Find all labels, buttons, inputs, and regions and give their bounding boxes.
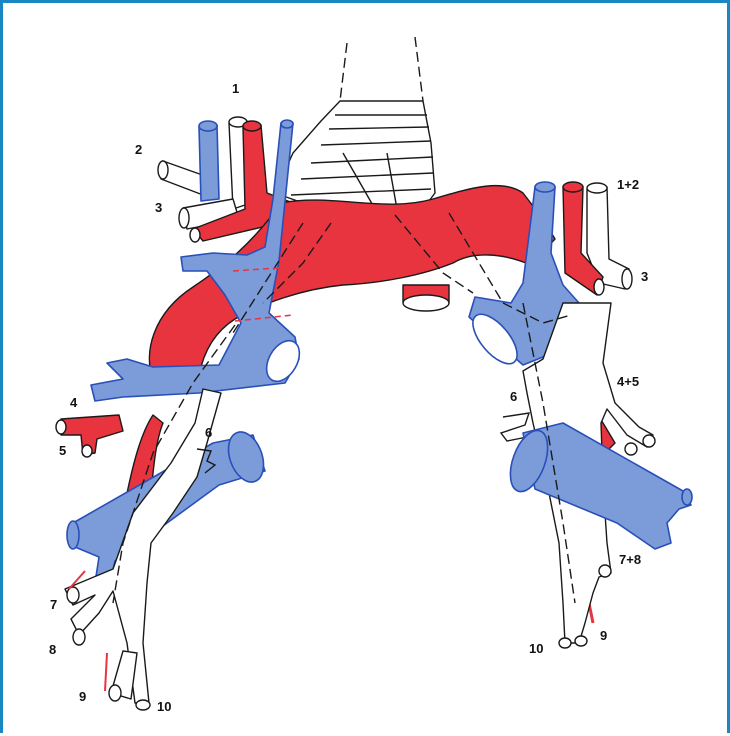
label-right-s4: 4 bbox=[70, 395, 78, 410]
label-right-s3: 3 bbox=[155, 200, 162, 215]
label-right-s10: 10 bbox=[157, 699, 171, 714]
trachea bbox=[275, 37, 435, 215]
label-left-s9: 9 bbox=[600, 628, 607, 643]
label-right-s2: 2 bbox=[135, 142, 142, 157]
label-left-s10: 10 bbox=[529, 641, 543, 656]
label-right-s7: 7 bbox=[50, 597, 57, 612]
label-left-s6: 6 bbox=[510, 389, 517, 404]
label-right-s1: 1 bbox=[232, 81, 239, 96]
label-left-s7-8: 7+8 bbox=[619, 552, 641, 567]
label-left-s4-5: 4+5 bbox=[617, 374, 639, 389]
right-upper-vein-stump bbox=[199, 121, 219, 201]
label-right-s9: 9 bbox=[79, 689, 86, 704]
label-left-s3: 3 bbox=[641, 269, 648, 284]
label-right-s6: 6 bbox=[205, 425, 212, 440]
label-right-s8: 8 bbox=[49, 642, 56, 657]
label-right-s5: 5 bbox=[59, 443, 66, 458]
label-left-s1-2: 1+2 bbox=[617, 177, 639, 192]
pulmonary-hilum-diagram: 1 2 3 4 5 6 7 8 9 10 1+2 3 4+5 6 7+8 9 1… bbox=[3, 3, 730, 736]
